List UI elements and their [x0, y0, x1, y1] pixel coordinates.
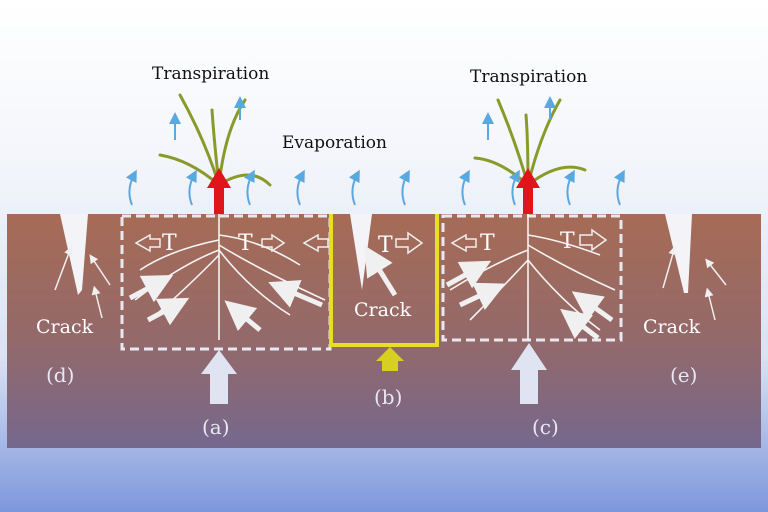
upward-water-arrow-b: [376, 347, 404, 371]
plant-left: [158, 93, 272, 187]
transpiration-label-left: Transpiration: [152, 64, 269, 84]
zone-label-d: (d): [46, 363, 74, 387]
crack-thin-arrows: [54, 245, 727, 321]
zone-label-e: (e): [670, 363, 697, 387]
evaporation-label: Evaporation: [282, 133, 387, 153]
crack-label-d: Crack: [36, 316, 94, 338]
zone-label-c: (c): [532, 415, 559, 439]
t-label: T: [162, 231, 177, 256]
zone-label-b: (b): [374, 385, 402, 409]
t-label: T: [378, 233, 393, 258]
zone-b-box: [329, 214, 439, 347]
transpiration-label-right: Transpiration: [470, 67, 587, 87]
crack-label-e: Crack: [643, 316, 701, 338]
upward-water-arrow-a: [201, 350, 237, 404]
upward-water-arrow-c: [511, 343, 547, 404]
crack-shapes: [60, 214, 692, 295]
t-label: T: [480, 231, 495, 256]
t-label: T: [238, 231, 253, 256]
water-flow-arrows: [128, 245, 614, 340]
zone-label-a: (a): [202, 415, 230, 439]
root-system-left: [134, 214, 326, 340]
t-hollow-arrows: [134, 228, 608, 255]
transpiration-arrow-right: [516, 168, 540, 214]
vapor-arrows: [125, 96, 625, 206]
crack-label-b: Crack: [354, 299, 412, 321]
zone-c-box: [441, 214, 623, 342]
transpiration-arrow-left: [207, 168, 231, 214]
t-label: T: [560, 229, 575, 254]
